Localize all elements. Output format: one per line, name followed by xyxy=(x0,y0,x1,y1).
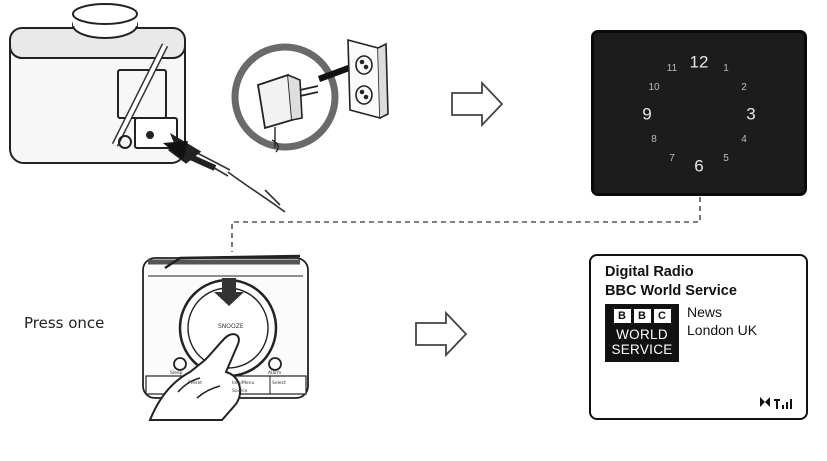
radio-lcd-display: Digital Radio BBC World Service B B C WO… xyxy=(589,254,808,420)
bbc-world-service-logo: B B C WORLD SERVICE xyxy=(605,304,679,362)
wall-socket xyxy=(347,38,389,120)
snooze-button-label: SNOOZE xyxy=(218,323,244,330)
clock-display: 12 3 6 9 1 2 4 5 7 8 10 11 xyxy=(591,30,807,196)
preset-button-label: Preset xyxy=(188,381,203,386)
clock-number-11: 11 xyxy=(666,63,678,74)
display-line-1: Digital Radio xyxy=(605,264,694,280)
display-line-2: BBC World Service xyxy=(605,283,737,299)
display-info-2: London UK xyxy=(687,322,758,338)
logo-block: C xyxy=(653,309,671,323)
clock-number-5: 5 xyxy=(723,153,729,164)
press-down-arrow xyxy=(214,278,244,306)
display-info-1: News xyxy=(687,304,723,320)
step-label: Press once xyxy=(24,314,105,332)
logo-word-service: SERVICE xyxy=(611,342,673,357)
select-button-label: Select xyxy=(272,381,286,386)
clock-number-8: 8 xyxy=(651,134,657,145)
clock-number-7: 7 xyxy=(669,153,675,164)
dashed-connector xyxy=(231,197,701,252)
alarm-button-label: Alarm xyxy=(268,371,282,376)
plug-callout xyxy=(231,43,339,153)
outline-arrow-top xyxy=(451,80,504,128)
clock-number-4: 4 xyxy=(741,134,747,145)
logo-block: B xyxy=(613,309,631,323)
clock-number-12: 12 xyxy=(689,52,709,72)
logo-word-world: WORLD xyxy=(616,327,668,342)
clock-number-2: 2 xyxy=(741,82,747,93)
clock-number-6: 6 xyxy=(694,156,704,176)
clock-number-1: 1 xyxy=(723,63,729,74)
source-button-label: Source xyxy=(232,389,248,394)
clock-number-10: 10 xyxy=(648,82,660,93)
outline-arrow-bottom xyxy=(415,310,468,358)
sleep-button-label: Sleep xyxy=(170,371,183,376)
clock-number-9: 9 xyxy=(642,104,652,124)
info-button-label: Info/Menu xyxy=(232,381,255,386)
radio-back-illustration xyxy=(9,3,186,164)
signal-strength-icon xyxy=(760,397,792,409)
clock-number-3: 3 xyxy=(746,104,756,124)
logo-block: B xyxy=(633,309,651,323)
finger-illustration xyxy=(148,333,242,421)
insert-arrow-head xyxy=(163,141,188,160)
